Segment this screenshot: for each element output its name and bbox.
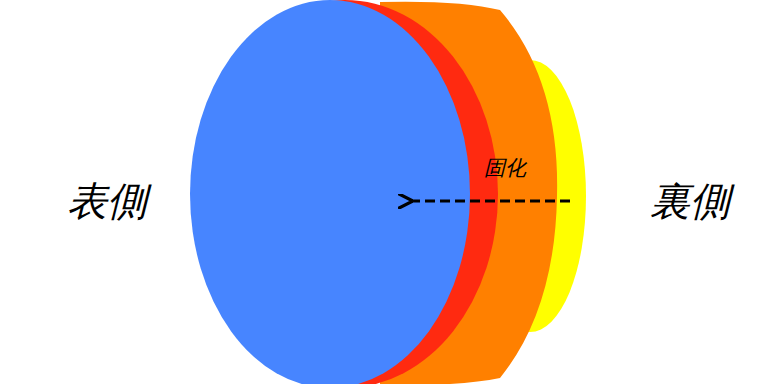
blue-body — [190, 0, 470, 384]
back-side-label: 裏側 — [650, 181, 730, 221]
solidify-arrow — [410, 200, 570, 203]
solidify-label: 固化 — [484, 158, 526, 179]
front-side-label: 表側 — [67, 181, 147, 221]
